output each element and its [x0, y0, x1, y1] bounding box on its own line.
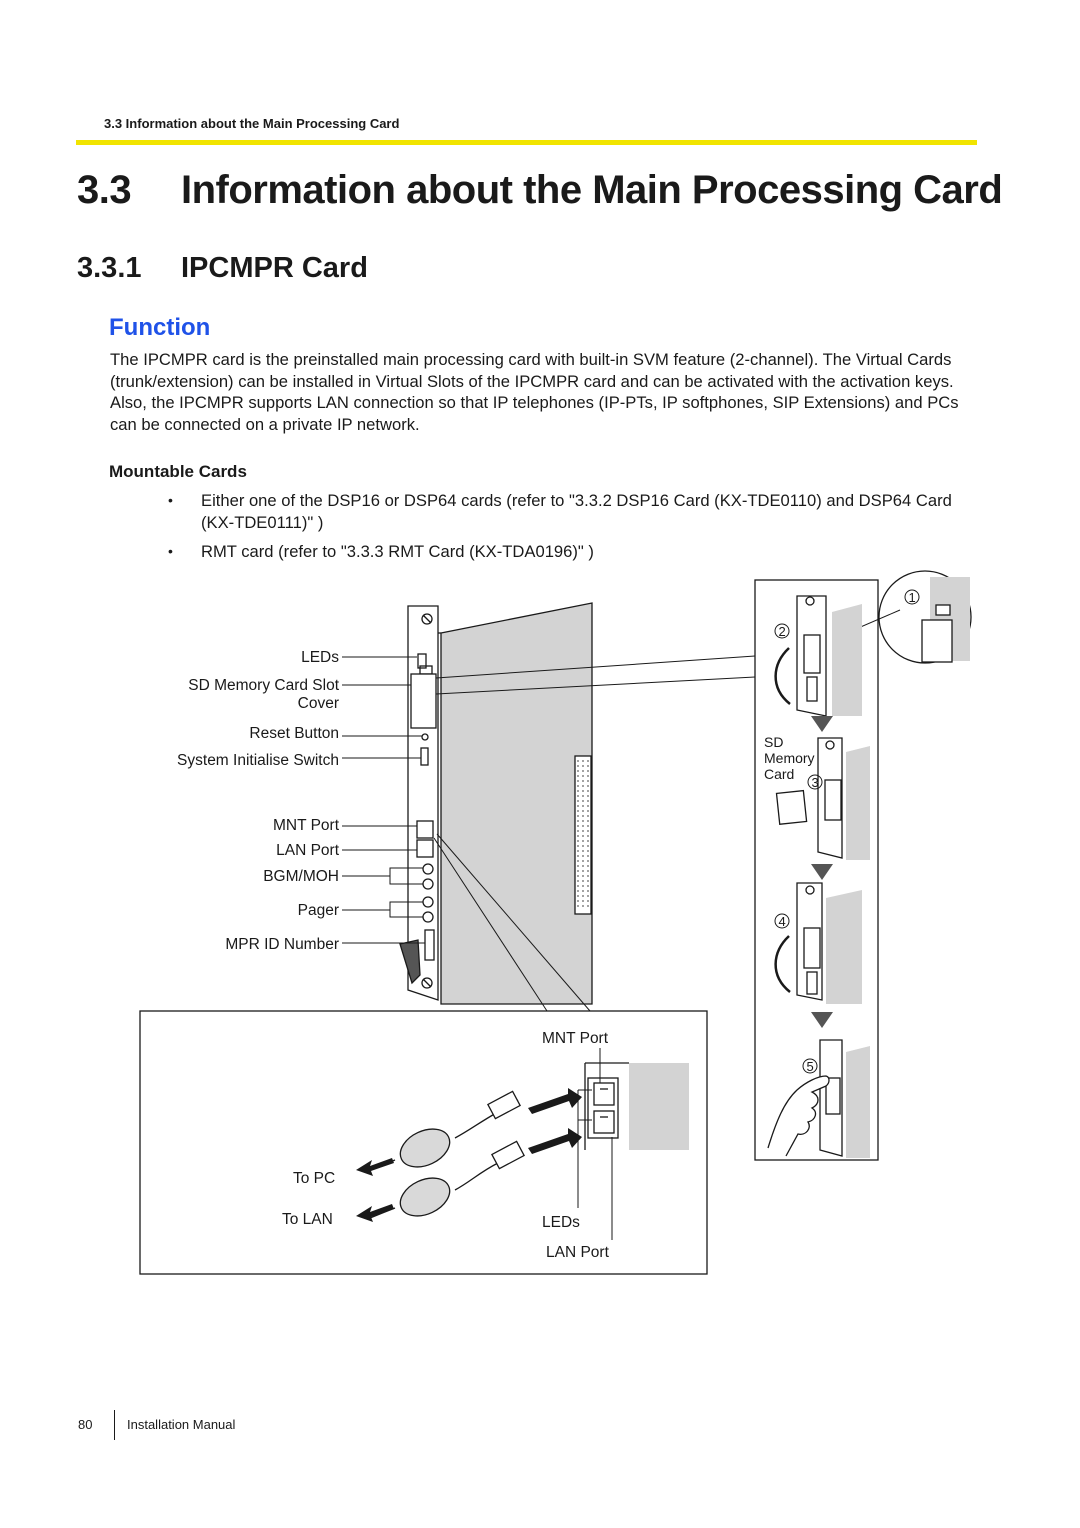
ejector-lever [399, 939, 421, 985]
mpr-id-display [424, 929, 435, 961]
footer-doc-title: Installation Manual [127, 1417, 236, 1432]
sd-slot-cover [410, 673, 437, 729]
ferrite-core-icon [399, 1128, 451, 1168]
step-2-number: 2 [779, 624, 786, 639]
detail-label-mnt-port: MNT Port [542, 1030, 609, 1047]
step-1-number: 1 [909, 590, 916, 605]
rj45-plug-icon [487, 1090, 521, 1120]
label-mpr-id: MPR ID Number [225, 936, 339, 953]
detail-label-leds: LEDs [542, 1214, 580, 1231]
label-sd-cover: Cover [298, 695, 339, 712]
section-number: 3.3 [77, 168, 132, 212]
sd-insertion-steps [754, 570, 972, 1161]
reset-button [421, 733, 429, 741]
sd-card-icon [775, 789, 808, 825]
card-board [440, 602, 593, 1005]
subsection-title-text: IPCMPR Card [181, 252, 368, 284]
step-3-number: 3 [812, 775, 819, 790]
rj45-plug-icon [491, 1140, 525, 1170]
list-item: Either one of the DSP16 or DSP64 cards (… [168, 490, 980, 533]
subsection-number: 3.3.1 [77, 252, 142, 284]
screw-icon [421, 977, 433, 989]
sd-card-label-line2: Memory [764, 750, 815, 766]
mnt-port [416, 820, 434, 839]
footer-rule [114, 1410, 115, 1440]
label-sd-slot: SD Memory Card Slot [188, 677, 339, 694]
function-heading: Function [109, 314, 211, 341]
step-5-number: 5 [807, 1059, 814, 1074]
arrow-to-pc-icon [356, 1158, 394, 1176]
section-title-text: Information about the Main Processing Ca… [181, 168, 1003, 212]
arrow-to-port-icon [528, 1128, 582, 1154]
subsection-title: 3.3.1 IPCMPR Card [77, 252, 368, 285]
bgm-jack [422, 863, 434, 875]
mountable-cards-heading: Mountable Cards [109, 462, 247, 481]
function-paragraph: The IPCMPR card is the preinstalled main… [110, 350, 959, 434]
hand-icon [767, 1075, 830, 1157]
list-item: RMT card (refer to "3.3.3 RMT Card (KX-T… [168, 541, 980, 563]
label-reset-button: Reset Button [249, 725, 339, 742]
section-title: 3.3 Information about the Main Processing… [77, 168, 1003, 213]
label-pager: Pager [298, 902, 339, 919]
detail-label-to-pc: To PC [293, 1170, 335, 1187]
arrow-to-lan-icon [356, 1204, 394, 1222]
port-detail-box [139, 1010, 708, 1275]
header-rule [76, 140, 977, 145]
screw-icon [421, 613, 433, 625]
step-4-number: 4 [779, 914, 786, 929]
detail-label-to-lan: To LAN [282, 1211, 333, 1228]
mountable-cards-list: Either one of the DSP16 or DSP64 cards (… [168, 490, 980, 571]
label-mnt-port: MNT Port [273, 817, 340, 834]
sd-card-label-line3: Card [764, 766, 794, 782]
label-bgm-moh: BGM/MOH [263, 868, 339, 885]
running-header: 3.3 Information about the Main Processin… [104, 116, 400, 131]
init-switch [420, 747, 429, 766]
arrow-to-port-icon [528, 1088, 582, 1114]
label-leds: LEDs [301, 649, 339, 666]
led-indicators [417, 653, 427, 669]
lan-port [416, 839, 434, 858]
label-system-init: System Initialise Switch [177, 752, 339, 769]
label-lan-port: LAN Port [276, 842, 340, 859]
page-number: 80 [78, 1417, 93, 1432]
sd-card-label-line1: SD [764, 734, 783, 750]
detail-label-lan-port: LAN Port [546, 1244, 610, 1261]
ferrite-core-icon [399, 1177, 451, 1217]
